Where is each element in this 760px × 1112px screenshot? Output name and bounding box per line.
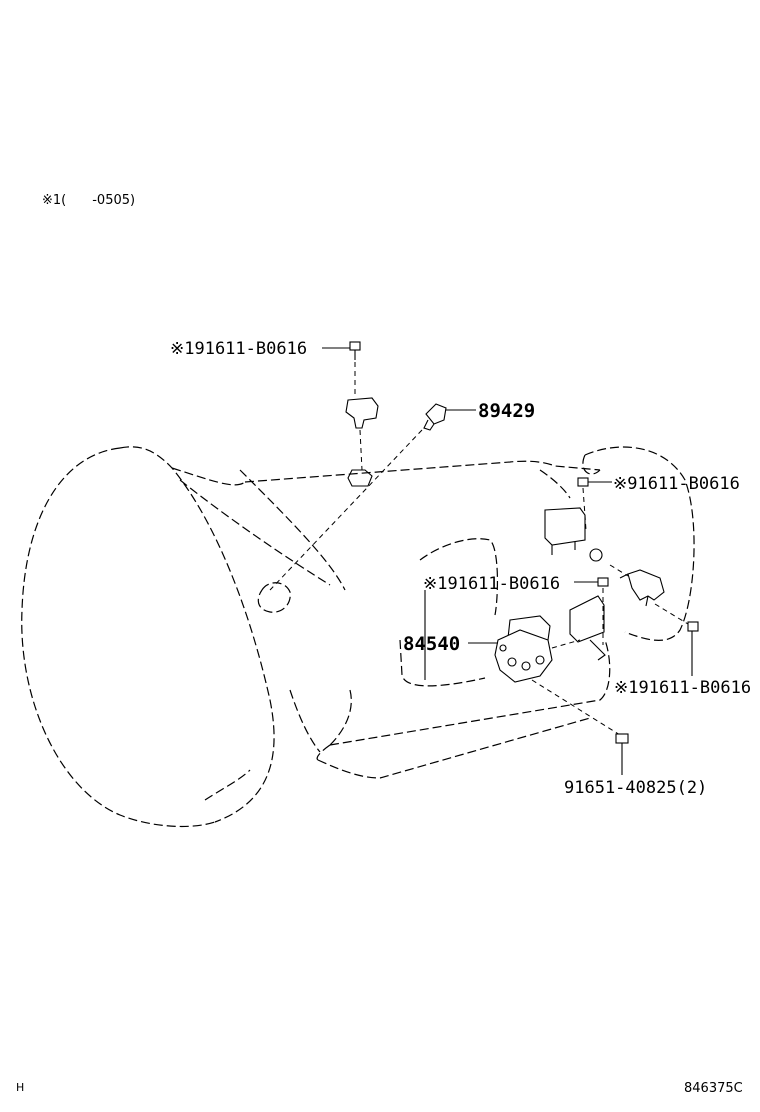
applicability-note: ※1( -0505): [42, 193, 135, 208]
part-label-bolt-right-lower: ※191611-B0616: [614, 678, 751, 698]
right-sensor-assembly: [609, 564, 699, 632]
leader-lines: [322, 347, 693, 775]
neutral-start-switch-84540: [494, 615, 629, 752]
illustration-number: 846375C: [684, 1081, 743, 1096]
part-label-84540: 84540: [403, 633, 460, 655]
part-label-bolt-middle: ※191611-B0616: [423, 574, 560, 594]
part-label-bolt-bottom: 91651-40825(2): [564, 778, 707, 798]
part-label-bolt-right-upper: ※91611-B0616: [613, 474, 740, 494]
speed-sensor-assembly: [345, 341, 379, 471]
solenoid-bracket: [544, 477, 589, 555]
middle-bracket: [569, 577, 609, 661]
part-label-bolt-top: ※191611-B0616: [170, 339, 307, 359]
footer-left-code: H: [16, 1081, 24, 1094]
pressure-switch-89429: [269, 403, 447, 591]
part-label-89429: 89429: [478, 400, 535, 422]
